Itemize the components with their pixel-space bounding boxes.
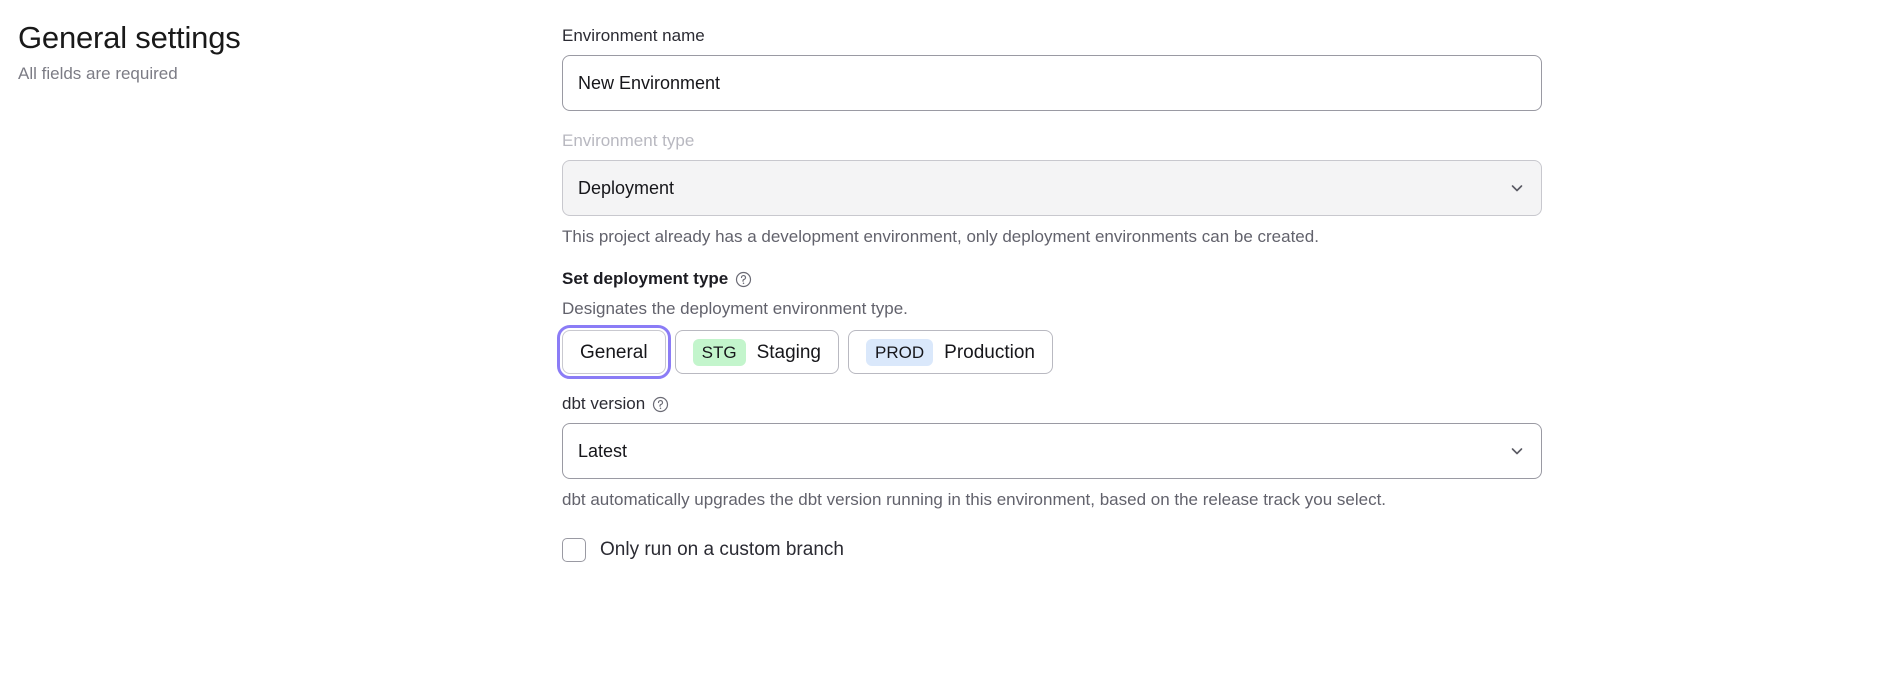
general-settings-form: Environment name New Environment Environ… xyxy=(557,24,1862,562)
deployment-type-option-general[interactable]: General xyxy=(557,325,671,379)
dbt-version-help-text: dbt automatically upgrades the dbt versi… xyxy=(562,490,1387,509)
question-circle-icon[interactable] xyxy=(652,396,669,413)
deployment-type-description: Designates the deployment environment ty… xyxy=(562,299,908,318)
dbt-version-value: Latest xyxy=(578,440,628,461)
deployment-type-option-general-label: General xyxy=(580,341,648,363)
environment-type-select[interactable]: Deployment xyxy=(562,160,1542,216)
chevron-down-icon xyxy=(1509,180,1525,196)
dbt-version-select[interactable]: Latest xyxy=(562,423,1542,479)
page-subtitle: All fields are required xyxy=(18,64,178,83)
dbt-version-label: dbt version xyxy=(562,394,646,413)
spacer xyxy=(562,249,1862,267)
environment-name-value: New Environment xyxy=(578,72,721,93)
deployment-type-option-production-label: Production xyxy=(944,341,1035,363)
custom-branch-label: Only run on a custom branch xyxy=(600,539,844,560)
production-badge: PROD xyxy=(866,338,934,366)
environment-type-field: Environment type Deployment This project… xyxy=(562,129,1862,249)
custom-branch-checkbox[interactable] xyxy=(562,538,586,562)
staging-badge: STG xyxy=(692,338,746,366)
settings-header: General settings All fields are required xyxy=(18,18,518,86)
deployment-type-option-staging-label: Staging xyxy=(756,341,822,363)
spacer xyxy=(562,374,1862,392)
deployment-type-option-staging[interactable]: STG Staging xyxy=(674,330,840,374)
environment-type-value: Deployment xyxy=(578,177,675,198)
spacer xyxy=(562,111,1862,129)
environment-name-input[interactable]: New Environment xyxy=(562,55,1542,111)
environment-type-label: Environment type xyxy=(562,131,695,150)
deployment-type-field: Set deployment type Designates the deplo… xyxy=(557,267,1862,379)
dbt-version-field: dbt version Latest dbt automatica xyxy=(562,392,1862,512)
deployment-type-label: Set deployment type xyxy=(562,269,729,288)
dbt-version-label-row: dbt version xyxy=(562,392,1862,416)
deployment-type-option-production[interactable]: PROD Production xyxy=(848,330,1053,374)
deployment-type-label-row: Set deployment type xyxy=(562,267,1862,291)
deployment-type-options: General STG Staging PROD Production xyxy=(557,325,1862,379)
custom-branch-row: Only run on a custom branch xyxy=(562,538,1862,562)
environment-name-label: Environment name xyxy=(562,26,705,45)
page-title: General settings xyxy=(18,20,241,55)
question-circle-icon[interactable] xyxy=(735,271,752,288)
chevron-down-icon xyxy=(1509,443,1525,459)
environment-name-field: Environment name New Environment xyxy=(562,24,1862,111)
environment-type-help-text: This project already has a development e… xyxy=(562,227,1319,246)
